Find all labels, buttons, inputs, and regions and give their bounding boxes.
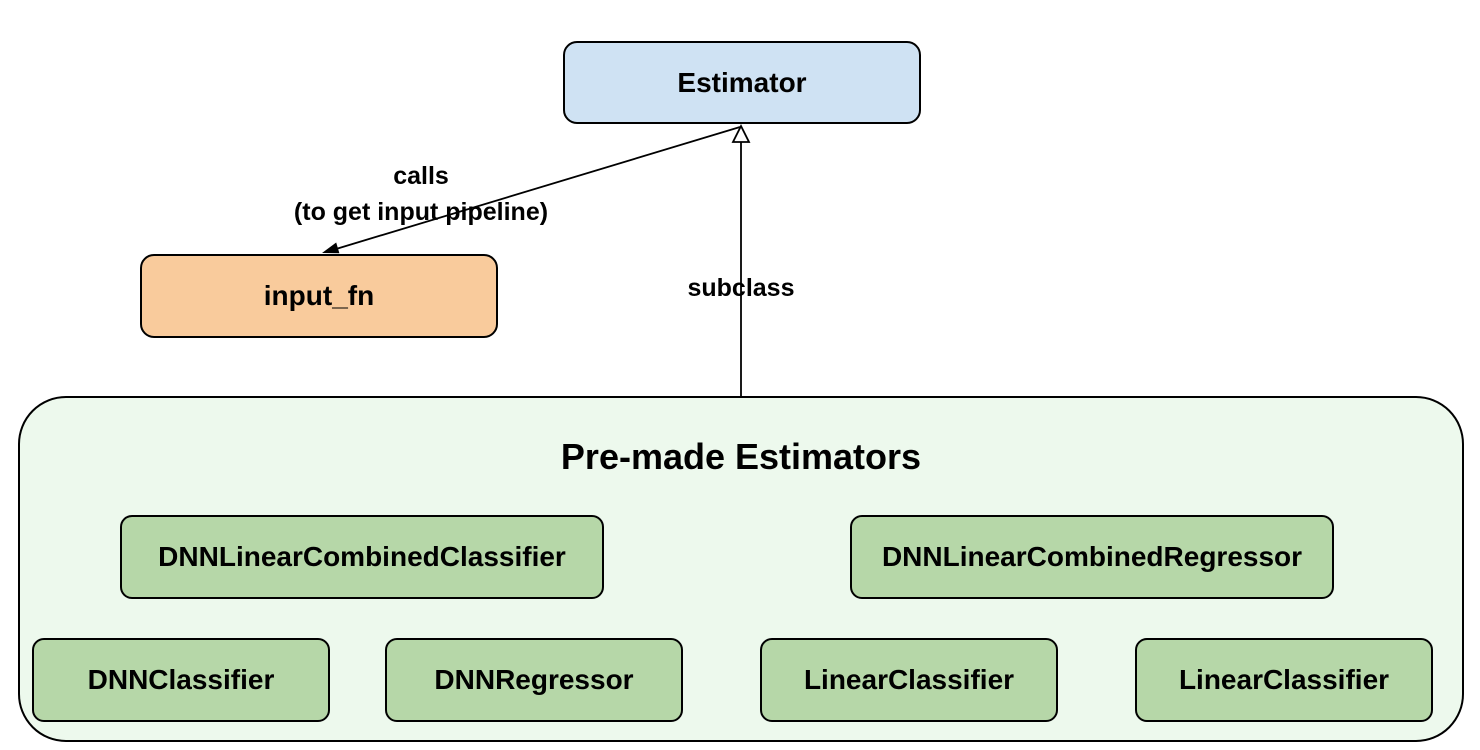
dnn-regressor-node: DNNRegressor [385,638,683,722]
dnn-linear-combined-regressor-label: DNNLinearCombinedRegressor [881,541,1303,572]
linear-classifier-node-1: LinearClassifier [760,638,1058,722]
subclass-arrow [731,123,751,396]
linear-classifier-label-2: LinearClassifier [1178,664,1390,695]
dnn-linear-combined-classifier-node: DNNLinearCombinedClassifier [120,515,604,599]
subclass-edge-label: subclass [687,274,795,302]
estimator-node: Estimator [563,41,921,124]
calls-edge-label: calls (to get input pipeline) [221,158,621,230]
input-fn-label: input_fn [263,280,375,311]
calls-edge-label-line2: (to get input pipeline) [293,198,549,226]
estimator-label: Estimator [677,66,807,98]
dnn-classifier-node: DNNClassifier [32,638,330,722]
calls-edge-label-line1: calls [393,162,449,190]
dnn-linear-combined-classifier-label: DNNLinearCombinedClassifier [158,541,566,572]
input-fn-node: input_fn [140,254,498,338]
dnn-regressor-label: DNNRegressor [434,664,634,695]
linear-classifier-label-1: LinearClassifier [803,664,1015,695]
premade-estimators-title: Pre-made Estimators [560,436,922,477]
dnn-classifier-label: DNNClassifier [87,664,275,695]
dnn-linear-combined-regressor-node: DNNLinearCombinedRegressor [850,515,1334,599]
linear-classifier-node-2: LinearClassifier [1135,638,1433,722]
